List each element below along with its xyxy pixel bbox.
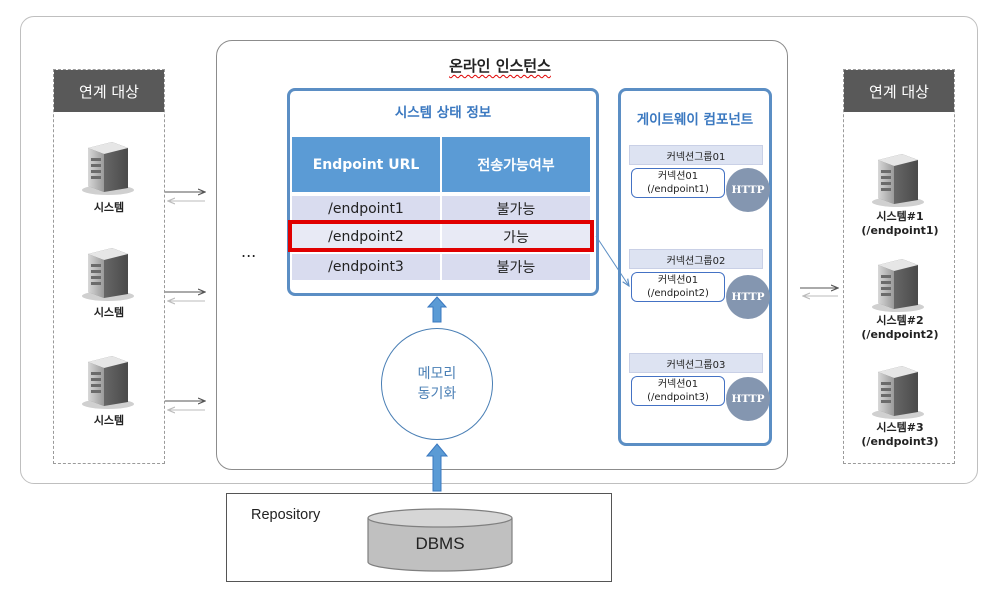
right-server-1-label: 시스템#1 (/endpoint1): [858, 210, 942, 238]
connection-2: 커넥션01 (/endpoint2): [631, 272, 725, 302]
status-panel-title: 시스템 상태 정보: [394, 105, 492, 121]
right-server-2-endpoint: (/endpoint2): [861, 328, 939, 341]
row2-url: /endpoint2: [292, 224, 440, 250]
left-server-2-label: 시스템: [93, 306, 125, 319]
row2-status: 가능: [442, 224, 590, 250]
right-server-2-label: 시스템#2 (/endpoint2): [858, 314, 942, 342]
memory-sync-circle: 메모리 동기화: [381, 328, 493, 440]
connection-2-endpoint: (/endpoint2): [647, 288, 709, 299]
connection-1-name: 커넥션01: [657, 171, 699, 182]
dbms-label: DBMS: [415, 534, 465, 553]
repository-label: Repository: [251, 507, 321, 523]
right-server-3-label: 시스템#3 (/endpoint3): [858, 421, 942, 449]
right-panel-header: 연계 대상: [844, 70, 954, 112]
http-2-badge: HTTP: [726, 275, 770, 319]
http-3-badge: HTTP: [726, 377, 770, 421]
ellipsis-text: ...: [241, 242, 257, 261]
right-server-1-name: 시스템#1: [876, 210, 924, 223]
memory-to-status-up-arrow: [426, 296, 448, 323]
connection-group-3: 커넥션그룹03: [629, 353, 763, 373]
connection-1-endpoint: (/endpoint1): [647, 184, 709, 195]
dbms-to-memory-up-arrow: [425, 443, 449, 492]
connection-3-endpoint: (/endpoint3): [647, 392, 709, 403]
left-panel-header: 연계 대상: [54, 70, 164, 112]
row1-url: /endpoint1: [292, 196, 440, 221]
row3-url: /endpoint3: [292, 254, 440, 280]
right-server-3-name: 시스템#3: [876, 421, 924, 434]
row2-highlight-frame: [288, 220, 594, 252]
right-server-2-name: 시스템#2: [876, 314, 924, 327]
dbms-cylinder-icon: [367, 508, 513, 572]
status-to-connection2-arrow: [595, 235, 629, 286]
right-server-3-endpoint: (/endpoint3): [861, 435, 939, 448]
header-endpoint-url: Endpoint URL: [292, 137, 440, 192]
left-server-1-label: 시스템: [93, 201, 125, 214]
header-transmit-available: 전송가능여부: [442, 137, 590, 192]
memory-sync-line2: 동기화: [417, 386, 457, 402]
connection-group-2: 커넥션그룹02: [629, 249, 763, 269]
gateway-title: 게이트웨이 컴포넌트: [636, 112, 754, 128]
connection-1: 커넥션01 (/endpoint1): [631, 168, 725, 198]
http-1-badge: HTTP: [726, 168, 770, 212]
connection-3: 커넥션01 (/endpoint3): [631, 376, 725, 406]
connection-2-name: 커넥션01: [657, 275, 699, 286]
online-instance-title: 온라인 인스턴스: [449, 57, 551, 75]
row3-status: 불가능: [442, 254, 590, 280]
memory-sync-line1: 메모리: [417, 366, 457, 382]
row1-status: 불가능: [442, 196, 590, 221]
right-server-1-endpoint: (/endpoint1): [861, 224, 939, 237]
connection-group-1: 커넥션그룹01: [629, 145, 763, 165]
left-server-3-label: 시스템: [93, 414, 125, 427]
connection-3-name: 커넥션01: [657, 379, 699, 390]
